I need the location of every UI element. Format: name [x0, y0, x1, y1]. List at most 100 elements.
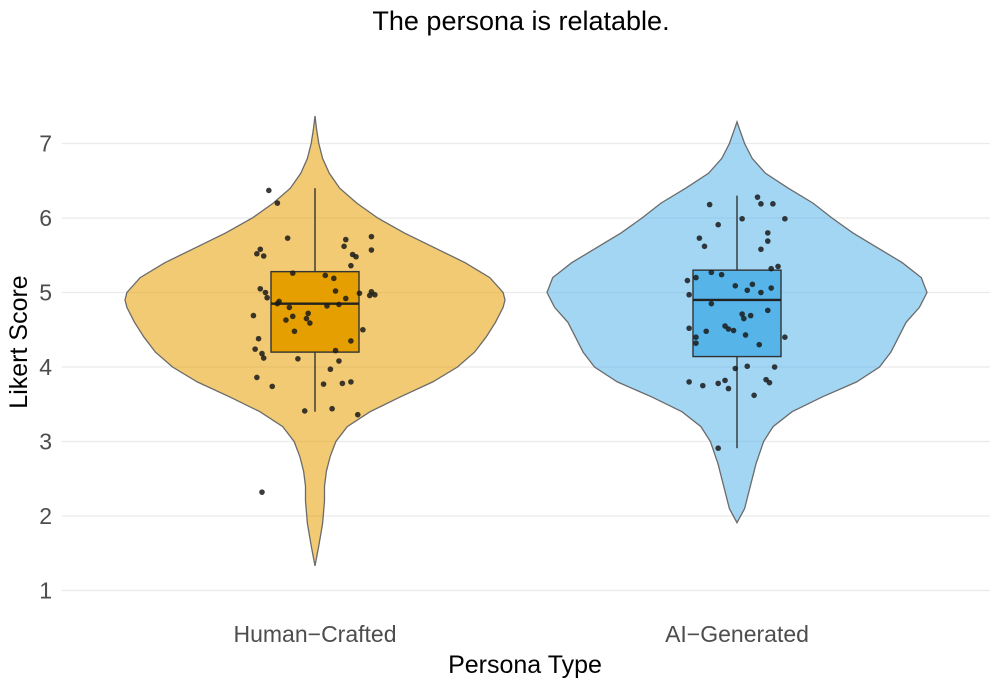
data-point	[264, 294, 270, 301]
data-point	[701, 243, 708, 250]
data-point	[349, 251, 356, 258]
data-point	[739, 215, 745, 222]
y-tick-label: 1	[39, 578, 52, 604]
data-point	[368, 247, 375, 253]
data-point	[744, 287, 751, 294]
data-point	[764, 238, 771, 244]
data-point	[255, 335, 262, 342]
data-point	[327, 366, 334, 373]
data-point	[768, 285, 774, 291]
data-point	[708, 300, 715, 307]
data-point	[320, 381, 327, 387]
data-point	[771, 364, 778, 370]
data-point	[341, 243, 347, 250]
data-point	[782, 215, 788, 222]
data-point	[775, 263, 781, 270]
y-tick-label: 7	[39, 131, 52, 157]
data-point	[332, 288, 339, 294]
data-point	[329, 405, 335, 412]
x-axis-tick-labels: Human−Crafted AI−Generated	[234, 621, 809, 647]
y-tick-label: 6	[39, 205, 52, 231]
data-point	[336, 301, 342, 308]
data-point	[754, 194, 761, 200]
data-point	[693, 334, 699, 341]
data-point	[768, 265, 774, 272]
data-point	[749, 281, 756, 288]
data-point	[274, 200, 281, 206]
data-point	[764, 230, 771, 236]
y-tick-label: 4	[39, 354, 52, 380]
data-point	[257, 246, 264, 253]
data-point	[693, 274, 699, 281]
data-point	[747, 312, 754, 319]
data-point	[303, 315, 310, 322]
box	[692, 269, 782, 358]
data-point	[766, 379, 773, 386]
data-point	[331, 275, 337, 282]
data-point	[764, 307, 771, 314]
data-point	[739, 311, 745, 317]
data-point	[356, 290, 363, 297]
data-point	[339, 380, 346, 387]
data-point	[322, 272, 329, 279]
y-axis-title: Likert Score	[5, 275, 33, 408]
data-point	[260, 355, 267, 361]
data-point	[284, 235, 291, 241]
x-tick-label: Human−Crafted	[234, 621, 397, 647]
data-point	[696, 235, 703, 241]
data-point	[693, 340, 699, 346]
box	[270, 270, 360, 353]
y-tick-label: 3	[39, 429, 52, 455]
data-point	[742, 332, 749, 338]
data-point	[250, 312, 257, 319]
data-point	[257, 285, 264, 292]
data-point	[266, 187, 272, 194]
data-point	[715, 445, 721, 452]
data-point	[348, 338, 354, 344]
data-point	[342, 295, 349, 302]
data-point	[259, 350, 265, 357]
data-point	[718, 271, 725, 278]
data-point	[725, 385, 732, 392]
data-point	[305, 310, 311, 317]
data-point	[342, 236, 349, 243]
data-point	[730, 327, 737, 334]
data-point	[366, 292, 373, 299]
data-point	[274, 300, 281, 307]
data-point	[715, 221, 721, 228]
violin-group-human-crafted	[124, 115, 506, 567]
data-point	[332, 347, 339, 354]
data-point	[744, 363, 751, 370]
data-point	[751, 392, 757, 399]
data-point	[741, 315, 747, 322]
chart-title: The persona is relatable.	[372, 6, 669, 36]
data-point	[354, 411, 361, 418]
data-point	[348, 262, 354, 269]
data-point	[770, 201, 776, 207]
data-point	[269, 383, 276, 390]
data-point	[715, 380, 721, 387]
data-point	[368, 233, 375, 240]
data-point	[301, 408, 308, 414]
x-tick-label: AI−Generated	[665, 621, 809, 647]
data-point	[360, 326, 366, 333]
data-point	[254, 374, 260, 381]
data-point	[732, 282, 739, 289]
data-point	[758, 201, 764, 207]
data-point	[348, 379, 354, 385]
data-point	[254, 250, 260, 257]
violin-group-ai-generated	[546, 119, 928, 525]
data-point	[686, 325, 692, 332]
data-point	[758, 246, 764, 253]
data-point	[686, 379, 692, 385]
data-point	[289, 270, 296, 276]
data-point	[324, 303, 330, 309]
data-point	[722, 377, 728, 384]
data-point	[372, 291, 378, 298]
data-point	[252, 346, 258, 352]
data-point	[782, 334, 788, 341]
data-point	[686, 291, 692, 298]
data-point	[307, 320, 313, 326]
